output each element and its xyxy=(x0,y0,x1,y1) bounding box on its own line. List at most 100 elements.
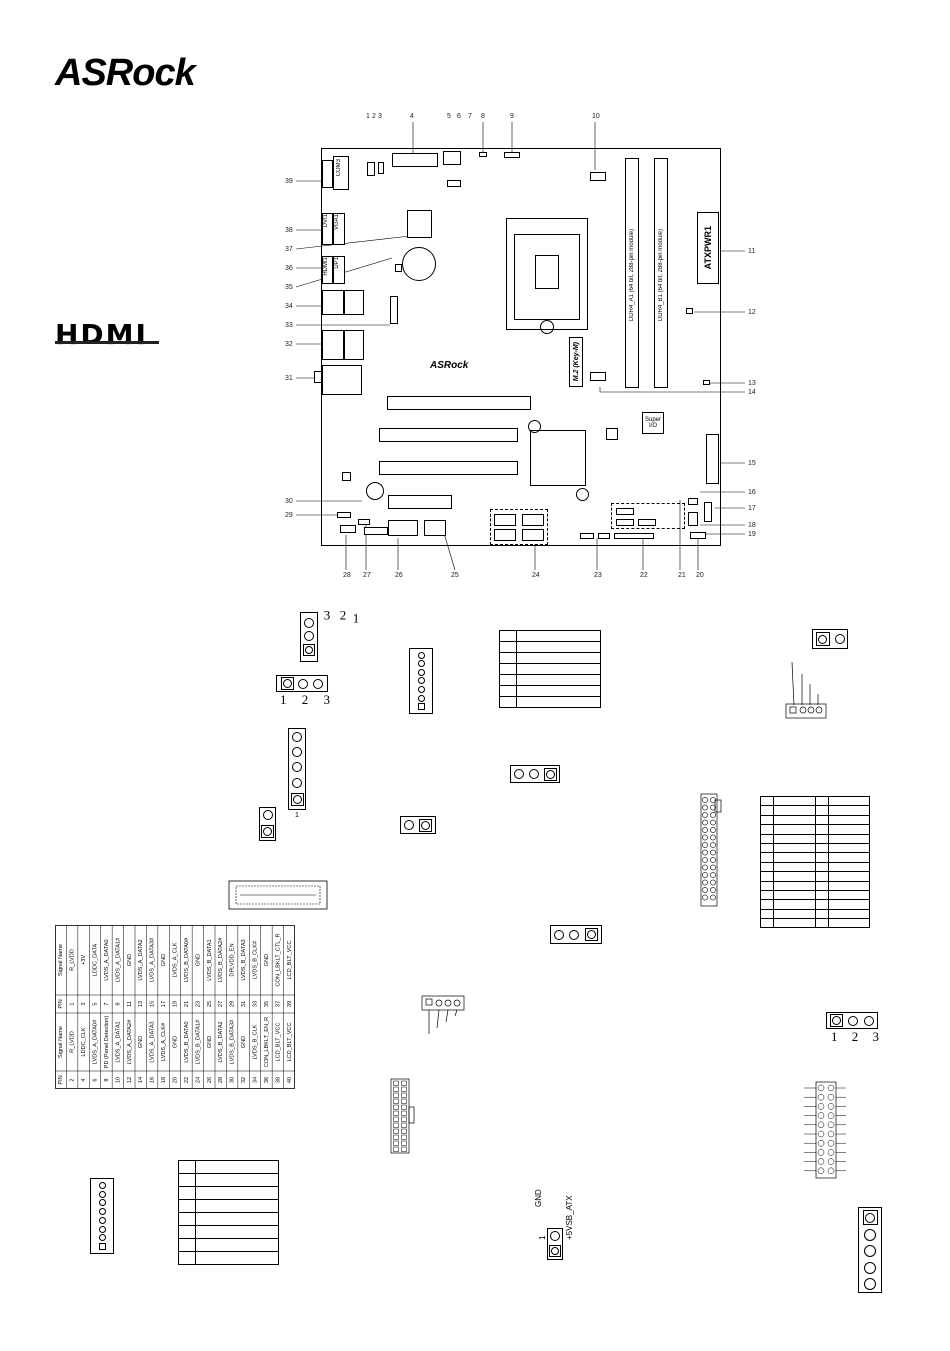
lvds-table-cell: 10 xyxy=(115,1077,121,1083)
pin xyxy=(417,651,425,659)
connector-7pin-vertical-1 xyxy=(409,648,433,714)
header-pin xyxy=(292,747,302,758)
header-2pin-top-right xyxy=(812,629,848,649)
header-pin-1 xyxy=(261,824,274,838)
pin xyxy=(417,686,425,694)
lvds-table-cell: LVDS_A_DATA2 xyxy=(138,939,144,980)
fan-header-10 xyxy=(590,172,606,181)
callout-26: 26 xyxy=(395,572,403,579)
lvds-table-cell: LVDS_A_DATA2# xyxy=(127,1019,133,1064)
header5-pin1-label: 1 xyxy=(295,812,299,819)
dp-port: DP1 xyxy=(333,256,345,284)
battery-jumper xyxy=(395,264,402,272)
lvds-table-cell: LVDS_B_DATA0 xyxy=(184,1021,190,1062)
lvds-table-cell: 36 xyxy=(264,1077,270,1083)
small-square xyxy=(342,472,351,481)
dimm-a1-label: DDR4_A1 (64 bit, 288-pin module) xyxy=(629,229,635,322)
standby-vsb-label: +5VSB_ATX xyxy=(565,1195,574,1240)
pin-1 xyxy=(98,1243,106,1251)
pin-table-3 xyxy=(178,1160,279,1265)
lan-port-1 xyxy=(322,330,344,360)
lvds-table-cell: LVDS_A_DATA1 xyxy=(115,1021,121,1062)
pin-label: 2 xyxy=(339,607,347,623)
lvds-table-cell: 17 xyxy=(161,1001,167,1007)
lvds-table-cell: 34 xyxy=(252,1077,258,1083)
lvds-table-cell: 32 xyxy=(241,1077,247,1083)
pin xyxy=(98,1225,106,1233)
lvds-table-cell: 35 xyxy=(264,1001,270,1007)
fan-header-9 xyxy=(504,152,520,158)
lvds-table-cell: 27 xyxy=(218,1001,224,1007)
fan-connector-4pin-2 xyxy=(421,995,465,1034)
lvds-table-cell: 8 xyxy=(104,1078,110,1081)
hdmi-port-label: HDMI1 xyxy=(323,257,329,276)
lvds-table-header: PIN xyxy=(58,999,64,1008)
atx-power-connector: ATXPWR1 xyxy=(697,212,719,284)
lvds-table-cell: LDDC_DATA xyxy=(92,944,98,977)
header-7 xyxy=(447,180,461,187)
callout-29: 29 xyxy=(285,512,293,519)
callout-19: 19 xyxy=(748,531,756,538)
header-pin-1 xyxy=(419,818,433,832)
vga-port: VGA1 xyxy=(333,213,345,245)
header-pin xyxy=(864,1277,876,1290)
jumper-pin xyxy=(304,630,314,641)
jumper-pin xyxy=(304,617,314,628)
header-2pin-horizontal-1 xyxy=(400,816,436,834)
sata-ports-24 xyxy=(490,509,548,545)
motherboard-outline xyxy=(321,148,721,546)
header-16 xyxy=(688,498,698,505)
lvds-table-cell: LVDS_B_CLK xyxy=(252,1024,258,1059)
header-27 xyxy=(364,527,388,535)
header-22 xyxy=(614,533,654,539)
lvds-table-cell: LCD_BLT_VCC xyxy=(275,1022,281,1061)
callout-28: 28 xyxy=(343,572,351,579)
callout-22: 22 xyxy=(640,572,648,579)
header-pin xyxy=(292,731,302,742)
lvds-table-cell: 39 xyxy=(287,1001,293,1007)
com3-port: COM3 xyxy=(333,156,349,190)
connector-7pin-vertical-2 xyxy=(90,1178,114,1254)
pin-label: 3 xyxy=(872,1029,880,1044)
jumper-3pin-vertical xyxy=(300,612,318,662)
dimm-slot-a1: DDR4_A1 (64 bit, 288-pin module) xyxy=(625,158,639,388)
callout-2: 2 xyxy=(372,113,376,120)
pcie-slot-2 xyxy=(379,428,518,442)
pin xyxy=(98,1199,106,1207)
header-23b xyxy=(598,533,610,539)
lvds-table-cell: 38 xyxy=(275,1077,281,1083)
sata-port-3 xyxy=(494,529,516,541)
usb-header-33 xyxy=(390,296,398,324)
lvds-table-cell: LVDS_A_DATA3# xyxy=(150,937,156,982)
lvds-table-cell: 1 xyxy=(70,1002,76,1005)
header-pin-1 xyxy=(549,1245,561,1257)
lvds-table-cell: 16 xyxy=(150,1077,156,1083)
lvds-table-cell: LVDS_B_DATA3 xyxy=(241,939,247,980)
callout-25: 25 xyxy=(451,572,459,579)
pin-label: 3 xyxy=(323,692,331,707)
lvds-table-cell: 40 xyxy=(287,1077,293,1083)
callout-23: 23 xyxy=(594,572,602,579)
lvds-table-cell: LVDS_A_DATA1# xyxy=(115,937,121,982)
atx-24pin-drawing xyxy=(390,1078,415,1154)
jumper-pin-1 xyxy=(281,677,295,690)
jumper-vertical-pin-labels: 3 2 1 xyxy=(319,607,367,625)
pin xyxy=(417,677,425,685)
lvds-table-cell: LCD_BLT_VCC xyxy=(287,1022,293,1061)
header-pin-1 xyxy=(815,632,830,646)
atxpwr-label: ATXPWR1 xyxy=(703,226,713,270)
header-pin-1 xyxy=(862,1210,878,1226)
asrock-logo: ASRock xyxy=(55,52,196,94)
header-pin xyxy=(553,929,564,940)
header-3pin-horizontal-2 xyxy=(510,765,560,783)
callout-14: 14 xyxy=(748,389,756,396)
lvds-table-cell: 20 xyxy=(172,1077,178,1083)
header-30 xyxy=(358,519,370,525)
lvds-table-cell: 33 xyxy=(252,1001,258,1007)
callout-27: 27 xyxy=(363,572,371,579)
callout-30: 30 xyxy=(285,498,293,505)
lvds-header-26 xyxy=(388,520,418,536)
lvds-table-cell: 25 xyxy=(207,1001,213,1007)
lvds-table-cell: 19 xyxy=(172,1001,178,1007)
